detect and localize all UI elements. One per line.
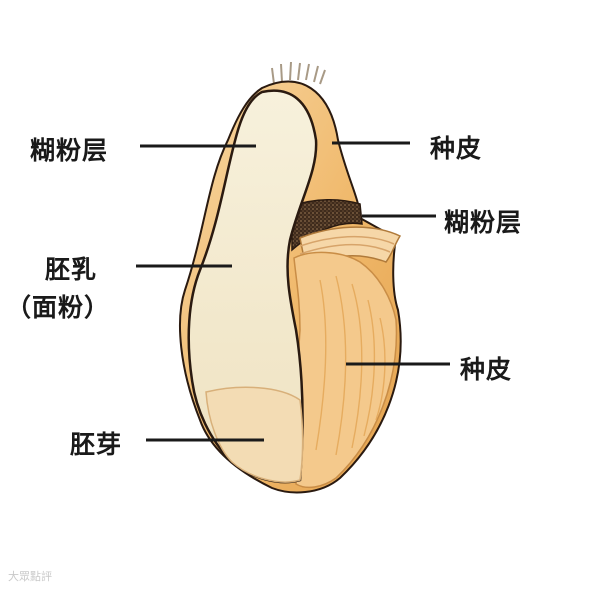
label-aleurone-left: 糊粉层 <box>30 136 109 165</box>
leader-lines <box>136 141 450 442</box>
watermark: 大眾點評 <box>8 570 52 583</box>
bran-layer-line <box>299 235 395 247</box>
label-bran-bottom: 种皮 <box>460 355 513 384</box>
germ-region <box>205 386 304 483</box>
label-bran-top: 种皮 <box>430 134 483 163</box>
bran-streaks <box>315 275 386 456</box>
label-aleurone-right: 糊粉层 <box>444 208 523 237</box>
bran-layer-line <box>299 243 391 255</box>
grain-brush-tip <box>271 61 326 85</box>
label-endosperm-sub: （面粉） <box>6 293 111 322</box>
label-germ: 胚芽 <box>70 430 123 459</box>
label-endosperm: 胚乳 <box>45 255 98 284</box>
